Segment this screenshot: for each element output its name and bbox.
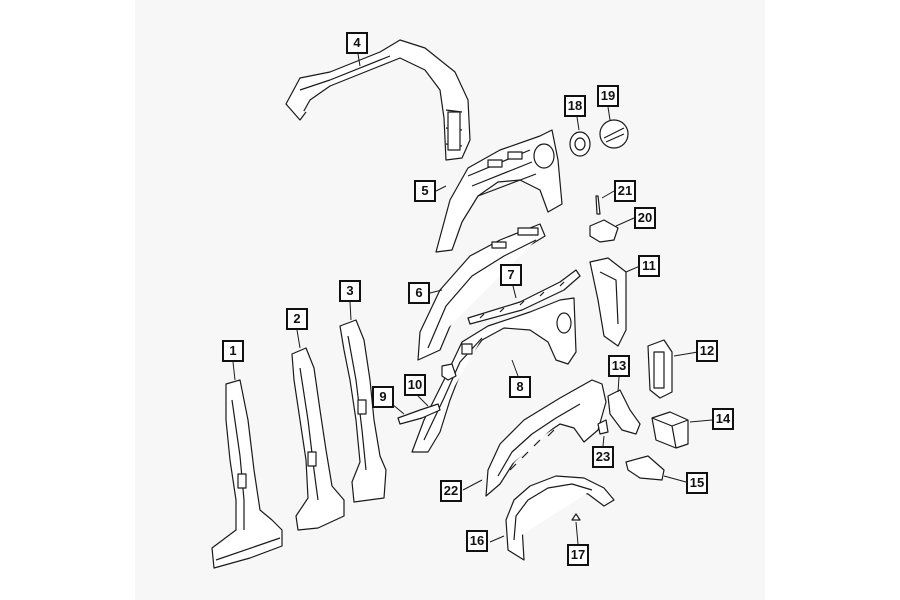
part-13-bracket <box>608 390 640 434</box>
leader-21 <box>601 190 615 199</box>
callout-21: 21 <box>614 180 636 202</box>
callout-15: 15 <box>686 472 708 494</box>
leader-11 <box>625 265 641 273</box>
callout-12: 12 <box>696 340 718 362</box>
leader-20 <box>615 217 635 227</box>
leader-2 <box>296 329 301 349</box>
part-4-roof-rail <box>286 40 470 160</box>
part-17-clip <box>572 514 580 520</box>
callout-13: 13 <box>608 355 630 377</box>
part-19-fuel-door <box>600 120 628 148</box>
callout-5: 5 <box>414 180 436 202</box>
part-23-clip <box>598 420 608 434</box>
callout-1: 1 <box>222 340 244 362</box>
part-9-bracket <box>398 404 440 424</box>
leader-1 <box>232 361 236 381</box>
callout-18: 18 <box>564 95 586 117</box>
leader-9 <box>391 403 405 415</box>
callout-9: 9 <box>372 386 394 408</box>
leader-12 <box>673 351 699 357</box>
leader-8 <box>511 359 519 377</box>
leader-17 <box>575 521 579 545</box>
callout-8: 8 <box>509 376 531 398</box>
part-1-a-pillar <box>212 380 282 568</box>
leader-13 <box>617 376 620 393</box>
callout-11: 11 <box>638 255 660 277</box>
callout-16: 16 <box>466 530 488 552</box>
callout-4: 4 <box>346 32 368 54</box>
leader-3 <box>349 301 352 321</box>
part-16-wheelhouse-liner <box>506 476 614 560</box>
leader-16 <box>489 535 505 543</box>
part-18-filler-housing <box>570 132 590 156</box>
leader-15 <box>663 475 687 483</box>
part-7-body-side-rail <box>468 270 580 324</box>
callout-22: 22 <box>440 480 462 502</box>
leader-18 <box>576 116 580 131</box>
leader-19 <box>607 106 611 121</box>
callout-19: 19 <box>597 85 619 107</box>
part-11-lamp-housing <box>590 258 626 346</box>
part-14-module-box <box>652 412 688 448</box>
part-5-quarter-inner-panel <box>436 130 562 252</box>
callout-7: 7 <box>500 264 522 286</box>
callout-14: 14 <box>712 408 734 430</box>
callout-23: 23 <box>592 446 614 468</box>
part-22-wheelhouse-inner <box>486 380 606 496</box>
part-8-quarter-panel-outer <box>412 298 576 452</box>
part-3-c-pillar <box>340 320 386 502</box>
leader-23 <box>602 435 605 447</box>
part-15-bracket <box>626 456 664 480</box>
callout-2: 2 <box>286 308 308 330</box>
callout-17: 17 <box>567 544 589 566</box>
callout-3: 3 <box>339 280 361 302</box>
part-20-actuator <box>590 220 618 242</box>
leader-5 <box>435 185 447 192</box>
callout-20: 20 <box>634 207 656 229</box>
part-12-lamp-bezel <box>648 340 672 398</box>
part-21-pin <box>596 196 600 214</box>
part-2-b-pillar <box>292 348 344 530</box>
part-10-small-bracket <box>442 364 456 380</box>
callout-6: 6 <box>408 282 430 304</box>
leader-22 <box>462 479 483 491</box>
callout-10: 10 <box>404 374 426 396</box>
leader-14 <box>689 419 713 423</box>
leader-4 <box>357 53 361 67</box>
leader-7 <box>512 285 517 299</box>
leader-6 <box>429 289 443 294</box>
leader-lines <box>232 53 713 545</box>
leader-10 <box>417 395 429 407</box>
